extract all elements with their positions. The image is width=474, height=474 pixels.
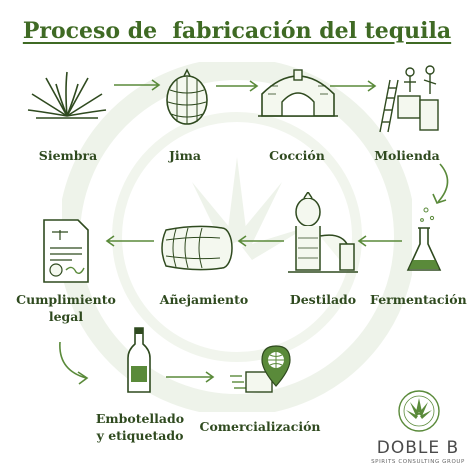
step-label-cumplimiento-line2: legal — [48, 309, 84, 324]
step-label-destilado: Destilado — [289, 292, 357, 307]
step-label-coccion: Cocción — [269, 148, 325, 163]
arrow-left-icon — [237, 235, 284, 247]
page-title: Proceso de fabricación del tequila — [22, 18, 452, 44]
curved-arrow-down-icon — [59, 341, 89, 385]
arrow-left-icon — [357, 235, 402, 247]
step-label-fermentacion: Fermentación — [370, 292, 467, 307]
agave-pina-icon — [166, 68, 208, 125]
arrow-right-icon — [330, 80, 377, 92]
step-label-embotellado-line1: Embotellado — [95, 411, 185, 426]
oven-icon — [258, 69, 338, 117]
agave-plant-icon — [27, 71, 107, 119]
delivery-location-icon — [230, 345, 291, 393]
step-label-cumplimiento-line1: Cumplimiento — [16, 292, 116, 307]
logo-tagline: SPIRITS CONSULTING GROUP — [371, 459, 465, 465]
step-label-anejamiento: Añejamiento — [159, 292, 249, 307]
step-label-jima: Jima — [169, 148, 201, 163]
flask-icon — [406, 207, 442, 271]
curved-arrow-down-icon — [432, 163, 449, 204]
step-label-molienda: Molienda — [374, 148, 440, 163]
legal-document-icon — [43, 219, 89, 283]
arrow-right-icon — [166, 371, 215, 383]
step-label-comercializacion: Comercialización — [199, 419, 321, 434]
logo-wordmark: DOBLE B — [376, 438, 460, 458]
bottle-icon — [127, 327, 151, 393]
step-label-embotellado-line2: y etiquetado — [96, 428, 184, 443]
barrel-icon — [161, 225, 233, 271]
arrow-left-icon — [105, 235, 154, 247]
arrow-right-icon — [216, 80, 259, 92]
doble-b-logo-icon — [398, 390, 440, 432]
mill-workers-icon — [379, 65, 439, 133]
still-icon — [288, 192, 358, 273]
arrow-right-icon — [114, 79, 161, 91]
step-label-siembra: Siembra — [38, 148, 98, 163]
